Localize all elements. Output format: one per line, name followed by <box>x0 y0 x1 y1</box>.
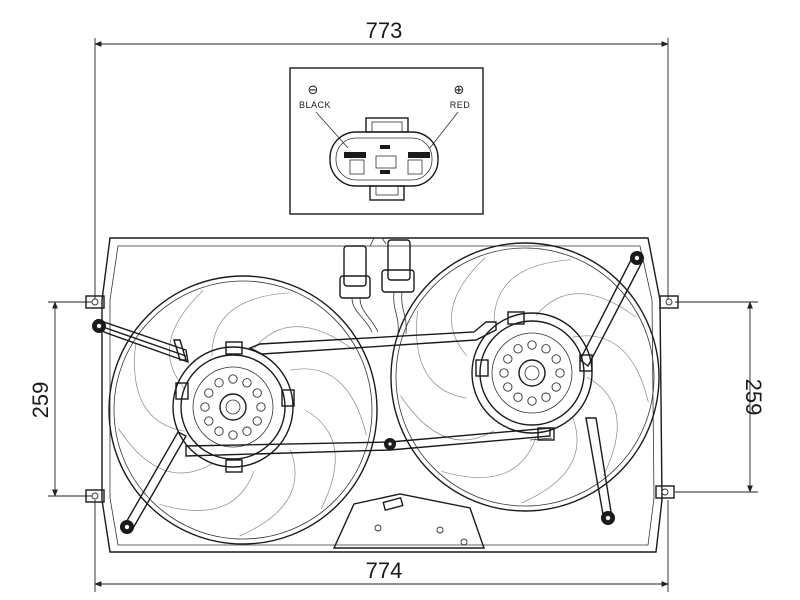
left-fan-blades <box>118 290 367 537</box>
left-fan-motor <box>172 341 295 473</box>
hub-vent-hole <box>541 344 551 354</box>
bottom-bracket <box>332 493 485 549</box>
left-fan <box>108 275 378 545</box>
hub-vent-hole <box>541 392 551 402</box>
negative-symbol: ⊖ <box>308 83 319 98</box>
hub-vent-hole <box>551 382 561 392</box>
hub-vent-hole <box>555 368 565 378</box>
mount-tab-bottom-left <box>85 489 105 503</box>
hub-vent-hole <box>252 388 262 398</box>
hub-vent-hole <box>527 396 537 406</box>
fan-blade <box>239 449 296 537</box>
fan-blade <box>159 470 255 511</box>
hub-vent-hole <box>527 340 537 350</box>
support-struts <box>96 257 643 531</box>
connector-detail: ⊖ ⊕ BLACK RED <box>289 67 484 215</box>
hub-vent-hole <box>256 402 266 412</box>
fan-blade <box>572 335 649 403</box>
hub-vent-hole <box>214 426 224 436</box>
connector-plug-icon <box>315 111 459 201</box>
hub-vent-hole <box>204 388 214 398</box>
fan-blade <box>586 376 618 476</box>
fan-blade <box>253 326 355 351</box>
hub-vent-hole <box>228 374 238 384</box>
hub-vent-hole <box>551 354 561 364</box>
negative-wire-label: BLACK <box>299 100 331 110</box>
fan-blade <box>304 409 336 509</box>
fan-blade <box>134 343 185 432</box>
hub-vent-hole <box>242 378 252 388</box>
mount-tab-bottom-right <box>655 485 675 499</box>
hub-vent-hole <box>200 402 210 412</box>
hub-vent-hole <box>204 416 214 426</box>
fan-shroud-frame <box>85 237 679 553</box>
fan-blade <box>118 428 213 474</box>
right-height-dimension: 259 <box>675 301 766 493</box>
right-height-label: 259 <box>741 379 766 416</box>
left-height-label: 259 <box>28 382 53 419</box>
mount-tab-top-left <box>85 295 105 309</box>
hub-vent-hole <box>214 378 224 388</box>
top-width-dimension: 773 <box>94 18 669 300</box>
hub-vent-hole <box>503 354 513 364</box>
wiring-harness <box>339 237 415 335</box>
right-fan <box>390 242 660 512</box>
fan-blade <box>169 290 204 390</box>
fan-blade <box>521 416 578 504</box>
hub-vent-hole <box>499 368 509 378</box>
hub-vent-hole <box>228 430 238 440</box>
left-height-dimension: 259 <box>28 301 96 497</box>
hub-vent-hole <box>503 382 513 392</box>
hub-vent-hole <box>513 392 523 402</box>
mount-tab-top-right <box>659 295 679 309</box>
bottom-width-label: 774 <box>366 558 403 583</box>
bottom-width-dimension: 774 <box>94 500 669 592</box>
fan-blade <box>451 257 486 357</box>
fan-blade <box>493 259 572 324</box>
hub-vent-hole <box>242 426 252 436</box>
right-fan-blades <box>400 257 649 504</box>
positive-symbol: ⊕ <box>454 83 465 98</box>
fan-blade <box>535 293 637 318</box>
mounting-bolts <box>92 251 644 534</box>
fan-blade <box>290 368 367 436</box>
fan-blade <box>441 437 537 478</box>
fan-blade <box>416 310 467 399</box>
fan-blade <box>211 292 290 357</box>
positive-wire-label: RED <box>450 100 471 110</box>
hub-vent-hole <box>513 344 523 354</box>
top-width-label: 773 <box>366 18 403 43</box>
hub-vent-hole <box>252 416 262 426</box>
right-fan-motor <box>471 311 593 441</box>
